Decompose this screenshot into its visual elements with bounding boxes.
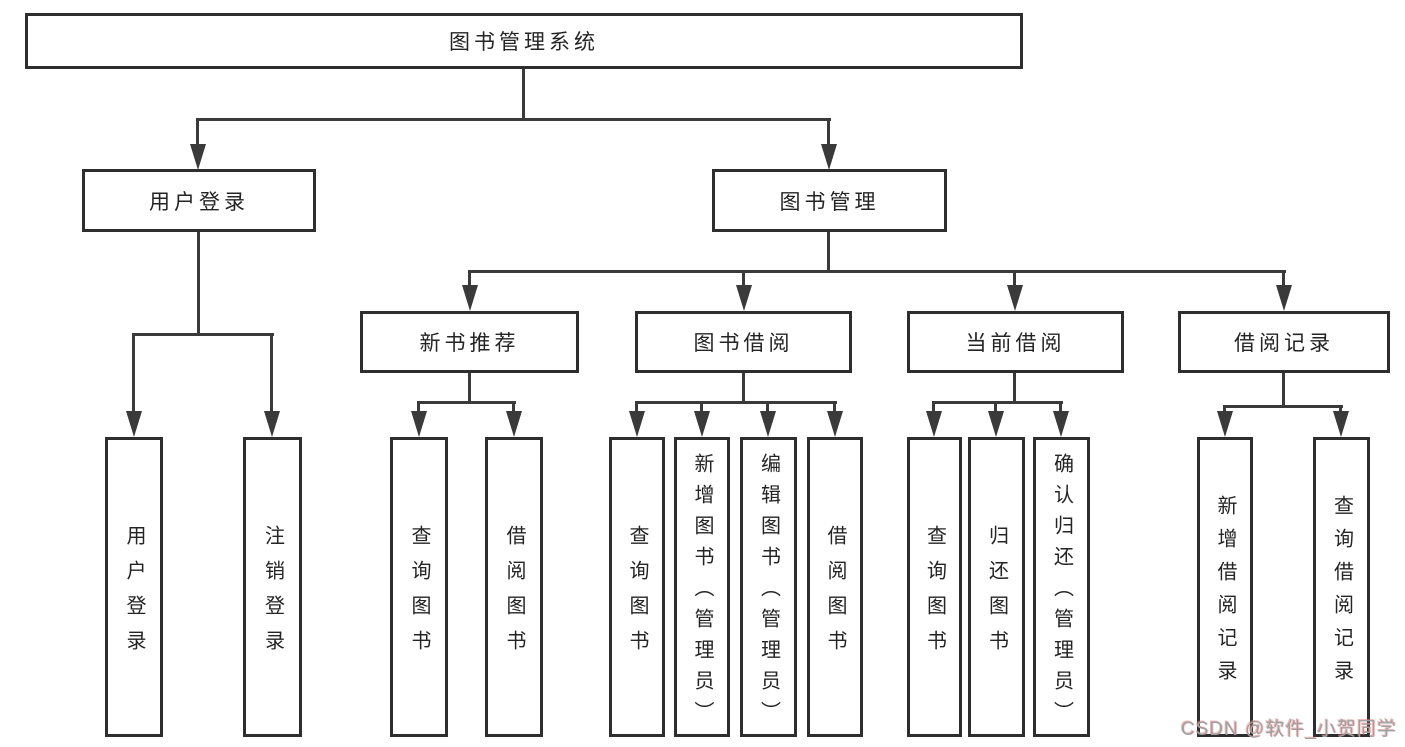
node-query-books-3: 查询图书 bbox=[907, 437, 962, 737]
arrowhead-down-icon bbox=[694, 411, 710, 437]
arrowhead-down-icon bbox=[126, 411, 142, 437]
connector-line bbox=[132, 333, 274, 336]
connector-line bbox=[196, 120, 199, 146]
connector-line bbox=[1223, 407, 1226, 413]
connector-line bbox=[132, 335, 135, 413]
node-user-login: 用户登录 bbox=[82, 169, 316, 232]
connector-line bbox=[417, 403, 420, 413]
connector-line bbox=[1282, 373, 1285, 407]
node-borrow-books-1: 借阅图书 bbox=[485, 437, 543, 737]
node-borrowing-records: 借阅记录 bbox=[1178, 311, 1390, 373]
connector-line bbox=[932, 401, 1063, 404]
connector-line bbox=[742, 272, 745, 287]
connector-line bbox=[512, 403, 515, 413]
arrowhead-down-icon bbox=[736, 285, 752, 311]
connector-line bbox=[468, 270, 1286, 273]
node-current-borrowing: 当前借阅 bbox=[907, 311, 1124, 373]
node-book-management: 图书管理 bbox=[712, 169, 947, 232]
node-query-books-1: 查询图书 bbox=[390, 437, 448, 737]
connector-line bbox=[994, 403, 997, 413]
arrowhead-down-icon bbox=[506, 411, 522, 437]
node-label: 新增借阅记录 bbox=[1214, 494, 1236, 693]
node-label: 借阅图书 bbox=[503, 524, 525, 665]
node-new-book-recommendation: 新书推荐 bbox=[360, 311, 579, 373]
node-label: 查询借阅记录 bbox=[1330, 494, 1353, 693]
arrowhead-down-icon bbox=[1007, 285, 1023, 311]
arrowhead-down-icon bbox=[1053, 411, 1069, 437]
node-label: 查询图书 bbox=[626, 524, 648, 665]
connector-line bbox=[833, 403, 836, 413]
node-label: 编辑图书（管理员） bbox=[757, 453, 780, 732]
node-label: 图书管理 bbox=[779, 190, 880, 214]
connector-line bbox=[635, 401, 837, 404]
node-label: 注销登录 bbox=[261, 524, 284, 665]
arrowhead-down-icon bbox=[827, 411, 843, 437]
node-label: 图书借阅 bbox=[693, 332, 794, 355]
connector-line bbox=[1339, 407, 1342, 413]
connector-line bbox=[932, 403, 935, 413]
connector-line bbox=[468, 272, 471, 287]
node-edit-book-admin: 编辑图书（管理员） bbox=[740, 437, 797, 737]
arrowhead-down-icon bbox=[988, 411, 1004, 437]
node-borrow-books-2: 借阅图书 bbox=[807, 437, 863, 737]
arrowhead-down-icon bbox=[1333, 411, 1349, 437]
connector-line bbox=[197, 232, 200, 335]
node-label: 借阅记录 bbox=[1234, 332, 1334, 355]
node-query-borrow-record: 查询借阅记录 bbox=[1313, 437, 1370, 737]
node-query-books-2: 查询图书 bbox=[609, 437, 665, 737]
connector-line bbox=[766, 403, 769, 413]
node-add-borrow-record: 新增借阅记录 bbox=[1197, 437, 1253, 737]
connector-line bbox=[827, 232, 830, 272]
node-logout: 注销登录 bbox=[243, 437, 302, 737]
connector-line bbox=[196, 118, 831, 121]
arrowhead-down-icon bbox=[190, 144, 206, 170]
connector-line bbox=[635, 403, 638, 413]
connector-line bbox=[1013, 373, 1016, 403]
arrowhead-down-icon bbox=[760, 411, 776, 437]
connector-line bbox=[1223, 405, 1343, 408]
arrowhead-down-icon bbox=[926, 411, 942, 437]
connector-line bbox=[700, 403, 703, 413]
connector-line bbox=[742, 373, 745, 403]
node-label: 用户登录 bbox=[123, 524, 145, 665]
node-label: 查询图书 bbox=[408, 524, 430, 665]
node-return-books: 归还图书 bbox=[968, 437, 1025, 737]
node-label: 当前借阅 bbox=[965, 332, 1066, 355]
arrowhead-down-icon bbox=[462, 285, 478, 311]
arrowhead-down-icon bbox=[1276, 285, 1292, 311]
node-add-book-admin: 新增图书（管理员） bbox=[674, 437, 730, 737]
watermark: CSDN @软件_小贺同学 bbox=[1181, 719, 1397, 740]
connector-line bbox=[417, 401, 516, 404]
node-library-management-system: 图书管理系统 bbox=[25, 13, 1023, 69]
node-book-borrowing: 图书借阅 bbox=[635, 311, 852, 373]
arrowhead-down-icon bbox=[629, 411, 645, 437]
connector-line bbox=[270, 335, 273, 413]
arrowhead-down-icon bbox=[411, 411, 427, 437]
node-label: 确认归还（管理员） bbox=[1050, 453, 1073, 732]
connector-line bbox=[522, 68, 525, 120]
connector-line bbox=[468, 373, 471, 403]
node-label: 用户登录 bbox=[149, 190, 249, 214]
arrowhead-down-icon bbox=[264, 411, 280, 437]
node-label: 归还图书 bbox=[985, 524, 1008, 665]
connector-line bbox=[1282, 272, 1285, 287]
node-label: 借阅图书 bbox=[824, 524, 846, 665]
node-label: 新书推荐 bbox=[419, 332, 520, 355]
arrowhead-down-icon bbox=[1217, 411, 1233, 437]
connector-line bbox=[1059, 403, 1062, 413]
node-confirm-return-admin: 确认归还（管理员） bbox=[1033, 437, 1090, 737]
node-user-login-leaf: 用户登录 bbox=[105, 437, 163, 737]
connector-line bbox=[1013, 272, 1016, 287]
arrowhead-down-icon bbox=[821, 144, 837, 170]
node-label: 图书管理系统 bbox=[449, 31, 599, 54]
node-label: 查询图书 bbox=[923, 524, 946, 665]
node-label: 新增图书（管理员） bbox=[691, 453, 713, 732]
connector-line bbox=[827, 120, 830, 146]
